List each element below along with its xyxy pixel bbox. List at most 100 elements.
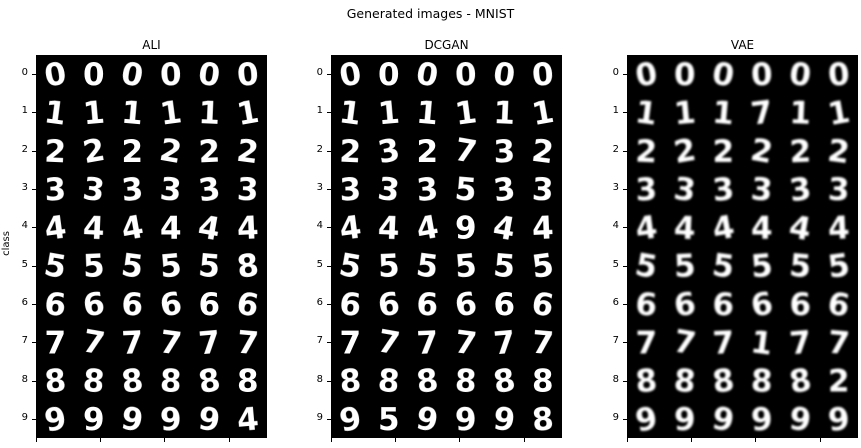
- x-tick: [331, 438, 332, 442]
- digit-image-r4-c0: 4: [42, 209, 68, 248]
- digit-image-r2-c5: 2: [235, 132, 261, 171]
- digit-image-r1-c0: 1: [337, 94, 363, 133]
- digit-image-r8-c5: 8: [237, 364, 259, 400]
- y-tick: [327, 418, 331, 420]
- digit-image-r8-c3: 8: [454, 363, 477, 400]
- digit-image-r7-c4: 7: [788, 324, 813, 362]
- digit-image-r2-c1: 2: [671, 132, 699, 171]
- digit-image-r1-c4: 1: [493, 95, 516, 132]
- digit-image-r4-c1: 4: [82, 210, 105, 247]
- digit-image-r2-c0: 2: [44, 133, 67, 170]
- digit-image-r3-c5: 3: [827, 172, 850, 209]
- digit-image-r5-c3: 5: [454, 248, 479, 286]
- y-tick-label: 4: [316, 220, 323, 232]
- x-tick: [36, 438, 37, 442]
- digit-image-r3-c4: 3: [491, 171, 517, 210]
- digit-image-r2-c0: 2: [339, 133, 362, 170]
- digit-image-r8-c5: 2: [828, 364, 850, 400]
- x-tick: [691, 438, 693, 442]
- y-tick: [32, 303, 36, 305]
- y-tick-label: 7: [21, 335, 28, 347]
- digit-image-r4-c0: 4: [337, 209, 363, 248]
- digit-image-r6-c0: 6: [338, 286, 363, 324]
- y-tick-label: 2: [316, 143, 323, 155]
- digit-image-r3-c3: 3: [749, 171, 774, 209]
- digit-image-r2-c3: 2: [157, 132, 185, 171]
- digit-image-r1-c1: 1: [673, 95, 698, 133]
- y-tick: [623, 74, 627, 76]
- y-tick: [327, 227, 331, 229]
- digit-image-r4-c5: 4: [531, 210, 554, 247]
- digit-image-r0-c1: 0: [83, 57, 105, 93]
- y-tick: [623, 150, 627, 152]
- x-tick: [819, 438, 821, 442]
- digit-image-r9-c1: 9: [83, 402, 105, 438]
- digit-image-r7-c2: 7: [416, 325, 439, 362]
- digit-image-r6-c0: 6: [634, 286, 659, 324]
- digit-image-r1-c0: 1: [633, 94, 659, 133]
- y-tick: [327, 74, 331, 76]
- y-tick: [623, 227, 627, 229]
- digit-image-r0-c2: 0: [413, 56, 441, 95]
- digit-image-r9-c2: 9: [413, 400, 441, 438]
- digit-image-r1-c3: 1: [158, 94, 184, 133]
- digit-image-r8-c0: 8: [43, 363, 68, 401]
- digit-image-r2-c2: 2: [712, 134, 734, 170]
- digit-image-r1-c5: 1: [234, 94, 262, 133]
- digit-image-r7-c4: 7: [492, 324, 517, 362]
- digit-image-r6-c5: 6: [234, 285, 262, 324]
- digit-image-r2-c4: 2: [198, 133, 221, 170]
- y-tick: [327, 112, 331, 114]
- digit-image-r0-c2: 0: [118, 56, 146, 95]
- y-tick: [32, 380, 36, 382]
- digit-image-r0-c5: 0: [531, 56, 556, 94]
- digit-image-r4-c3: 4: [160, 210, 182, 246]
- digit-image-r8-c3: 8: [750, 363, 773, 400]
- y-tick-label: 6: [316, 296, 323, 308]
- digit-image-r9-c5: 9: [827, 401, 852, 438]
- digit-image-r8-c2: 8: [414, 362, 440, 401]
- digit-image-r5-c0: 5: [336, 247, 364, 286]
- digit-image-r3-c4: 3: [787, 171, 813, 210]
- x-tick: [164, 438, 166, 442]
- y-tick: [623, 189, 627, 191]
- digit-image-r4-c1: 4: [673, 210, 696, 247]
- x-tick: [459, 438, 461, 442]
- digit-image-r5-c3: 5: [159, 248, 184, 286]
- x-tick: [627, 438, 628, 442]
- digit-image-r8-c3: 8: [159, 363, 182, 400]
- digit-image-r6-c4: 6: [198, 287, 220, 323]
- y-tick-label: 0: [316, 67, 323, 79]
- y-tick-label: 5: [21, 258, 28, 270]
- y-tick-label: 6: [612, 296, 619, 308]
- digit-image-r2-c5: 2: [826, 132, 852, 171]
- digit-image-r8-c4: 8: [787, 362, 815, 401]
- digit-image-r5-c5: 5: [826, 247, 852, 286]
- digit-image-r6-c3: 6: [748, 285, 776, 324]
- y-tick-label: 0: [612, 67, 619, 79]
- y-tick: [32, 342, 36, 344]
- digit-image-r4-c4: 4: [786, 209, 814, 248]
- digit-image-r2-c4: 3: [493, 133, 516, 170]
- digit-image-r0-c2: 0: [709, 56, 737, 95]
- digit-image-r0-c4: 0: [491, 56, 517, 95]
- y-tick-label: 9: [21, 411, 28, 423]
- digit-image-r7-c5: 7: [235, 324, 260, 362]
- digit-image-r5-c1: 5: [673, 248, 696, 285]
- y-tick: [623, 303, 627, 305]
- y-tick-label: 3: [316, 182, 323, 194]
- y-tick-label: 1: [612, 105, 619, 117]
- digit-image-r9-c0: 9: [42, 400, 70, 438]
- digit-image-r3-c0: 3: [339, 172, 362, 209]
- y-tick: [32, 265, 36, 267]
- y-tick-label: 5: [612, 258, 619, 270]
- digit-image-r7-c1: 7: [671, 324, 699, 363]
- digit-image-r1-c2: 1: [415, 95, 440, 133]
- digit-image-r8-c1: 8: [376, 363, 401, 401]
- digit-image-r0-c0: 0: [337, 56, 365, 95]
- y-tick: [623, 342, 627, 344]
- digit-image-r2-c3: 7: [452, 132, 480, 171]
- digit-image-r6-c3: 6: [452, 285, 480, 324]
- digit-image-r5-c2: 5: [710, 247, 736, 286]
